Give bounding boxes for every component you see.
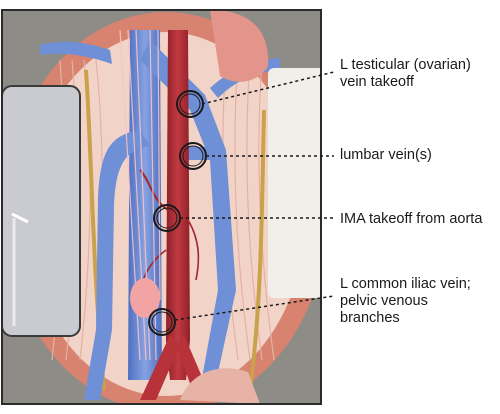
label-line: vein takeoff — [340, 74, 414, 90]
label-line: L testicular (ovarian) — [340, 57, 471, 73]
label-lumbar-veins: lumbar vein(s) — [340, 147, 432, 164]
label-line: pelvic venous — [340, 293, 428, 309]
bowel-retracted — [210, 10, 269, 82]
lymph-node — [130, 278, 160, 318]
label-line: IMA takeoff from aorta — [340, 211, 483, 227]
label-testicular-vein-takeoff: L testicular (ovarian) vein takeoff — [340, 57, 471, 91]
marker-iliac-inner — [151, 311, 173, 333]
left-ureter — [248, 109, 266, 391]
label-ima-takeoff: IMA takeoff from aorta — [340, 211, 482, 228]
surgical-field — [2, 10, 321, 404]
marker-lumbar-inner — [182, 145, 204, 167]
bladder-tissue — [180, 368, 260, 404]
leader-testicular — [201, 71, 335, 105]
marker-ima-inner — [156, 207, 178, 229]
retractor — [2, 85, 81, 337]
leader-iliac — [174, 295, 335, 321]
gauze-pad — [268, 68, 321, 298]
figure-frame — [1, 9, 322, 405]
label-line: branches — [340, 310, 400, 326]
label-common-iliac-vein: L common iliac vein; pelvic venous branc… — [340, 276, 471, 327]
label-line: L common iliac vein; — [340, 276, 471, 292]
marker-testicular-inner — [179, 93, 201, 115]
label-line: lumbar vein(s) — [340, 147, 432, 163]
leader-lines — [174, 71, 335, 321]
marker-iliac — [148, 308, 176, 336]
